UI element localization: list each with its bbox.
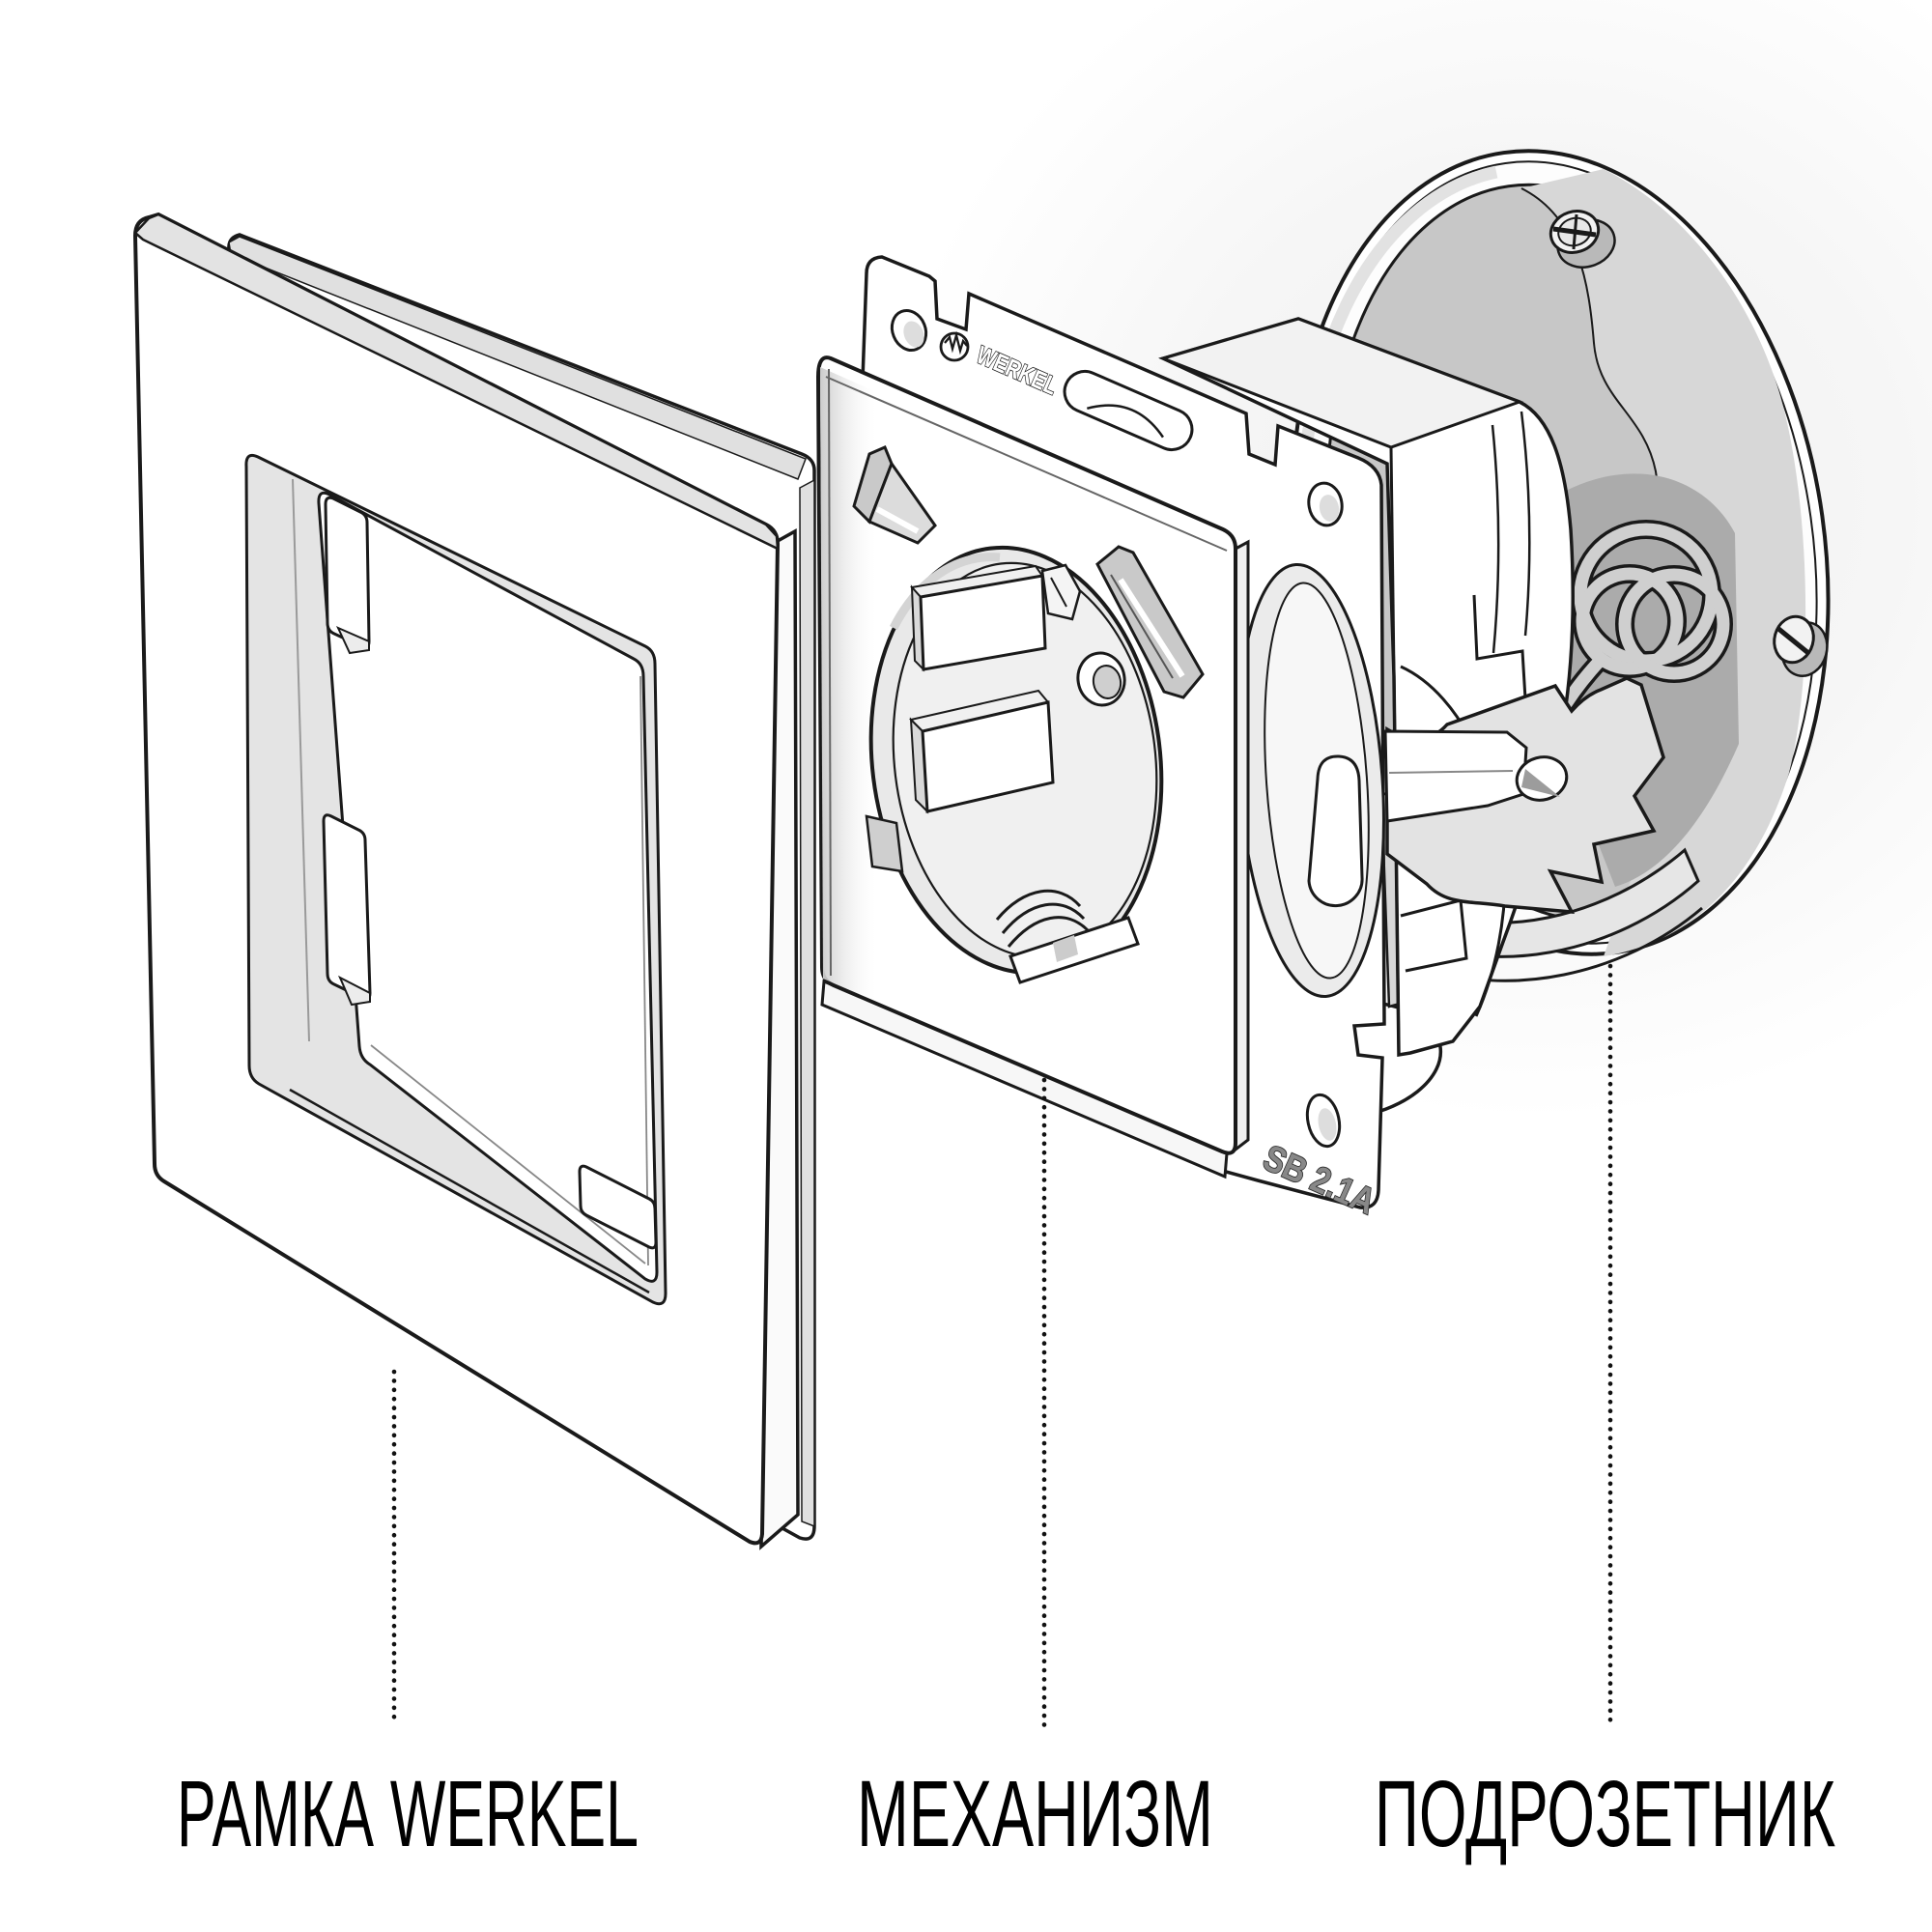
svg-text:МЕХАНИЗМ: МЕХАНИЗМ	[857, 1761, 1213, 1866]
svg-text:РАМКА WERKEL: РАМКА WERKEL	[177, 1761, 639, 1866]
svg-text:ПОДРОЗЕТНИК: ПОДРОЗЕТНИК	[1375, 1761, 1835, 1866]
